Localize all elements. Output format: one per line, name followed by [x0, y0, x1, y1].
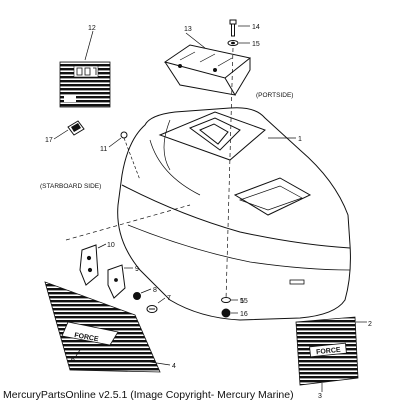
callout-10: 10 [107, 242, 115, 249]
callout-1: 1 [298, 136, 302, 143]
copyright-caption: MercuryPartsOnline v2.5.1 (Image Copyrig… [3, 389, 294, 401]
screw-11 [120, 131, 141, 181]
callout-17: 17 [45, 137, 53, 144]
callout-16: 16 [240, 311, 248, 318]
callout-11: 11 [100, 146, 107, 153]
callout-12: 12 [88, 25, 96, 32]
top-cover-plate [163, 44, 252, 96]
force-logo: FORCE [74, 332, 100, 343]
leader-line-12 [84, 30, 94, 61]
small-decal-17 [67, 120, 85, 136]
leader-line-8 [140, 288, 152, 294]
leader-line-6 [75, 349, 81, 357]
callout-7: 7 [167, 295, 171, 302]
leader-line-11 [108, 137, 122, 148]
portside-note: (PORTSIDE) [256, 92, 293, 99]
callout-5: 5 [240, 298, 244, 305]
screw-7 [146, 305, 158, 313]
callout-15-upper: 15 [252, 41, 260, 48]
rear-decal-2: FORCE [295, 316, 359, 386]
callout-3: 3 [318, 393, 322, 400]
callout-6: 6 [71, 357, 75, 364]
screw [227, 19, 239, 46]
leader-line-4 [149, 361, 171, 366]
leader-line-10 [97, 243, 107, 249]
bracket-leader [65, 204, 191, 241]
callout-13: 13 [184, 26, 192, 33]
nut-8 [133, 292, 141, 300]
callout-9: 9 [135, 266, 139, 273]
callout-15-lower: 15 [240, 298, 248, 305]
bracket-9 [107, 264, 126, 299]
leader-line-17 [53, 129, 69, 140]
decal-12 [59, 61, 111, 108]
nut-16 [221, 308, 231, 318]
engine-cowl [117, 107, 351, 321]
callout-14: 14 [252, 24, 260, 31]
callout-8: 8 [153, 287, 157, 294]
bracket-10 [79, 244, 99, 286]
callout-2: 2 [368, 321, 372, 328]
side-decal-4: FORCE [44, 281, 161, 373]
callout-4: 4 [172, 363, 176, 370]
force-logo-rear: FORCE [316, 347, 341, 357]
leader-line-13 [185, 32, 206, 49]
leader-line-7 [157, 297, 166, 304]
starboard-note: (STARBOARD SIDE) [40, 183, 101, 190]
assembly-centerline [225, 47, 234, 301]
washer-15 [221, 297, 231, 303]
